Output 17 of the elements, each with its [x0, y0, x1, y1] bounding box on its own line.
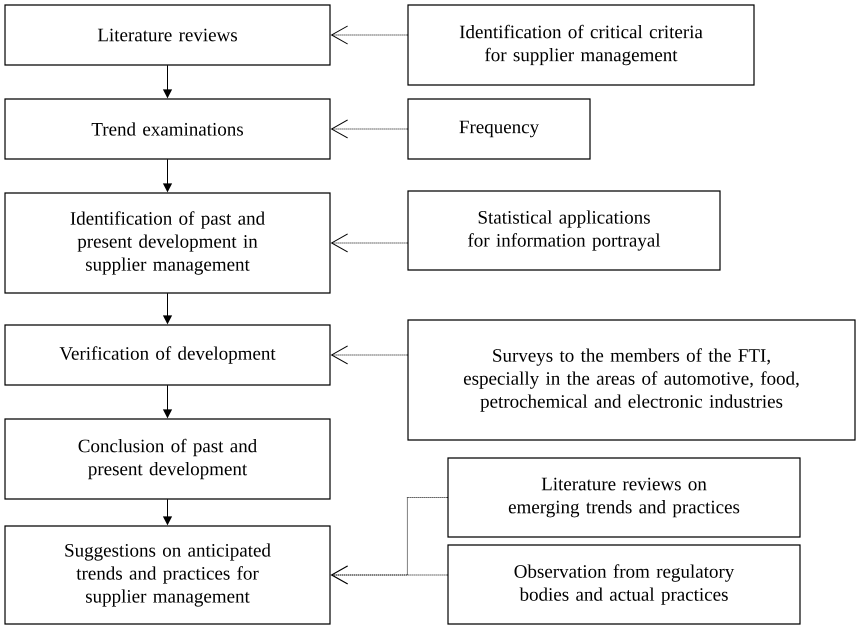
arrow — [330, 120, 408, 138]
process-box: Trend examinations — [4, 98, 331, 160]
arrow — [330, 346, 408, 364]
arrow — [330, 566, 448, 584]
process-box: Statistical applications for information portrayal — [407, 190, 721, 271]
arrow — [330, 26, 408, 44]
process-box: Verification of development — [4, 324, 331, 386]
process-box: Frequency — [407, 98, 591, 160]
process-box: Surveys to the members of the FTI, especially in the areas of automotive, food, petrochemical and electronic industries — [407, 319, 856, 441]
process-box: Suggestions on anticipated trends and practices for supplier management — [4, 525, 331, 625]
process-box: Literature reviews on emerging trends and practices — [447, 457, 801, 538]
arrow — [330, 234, 408, 252]
process-box: Identification of past and present development in supplier management — [4, 192, 331, 294]
process-box: Identification of critical criteria for supplier management — [407, 4, 755, 86]
process-box: Literature reviews — [4, 4, 331, 66]
process-box: Conclusion of past and present development — [4, 418, 331, 500]
process-box: Observation from regulatory bodies and actual practices — [447, 544, 801, 625]
